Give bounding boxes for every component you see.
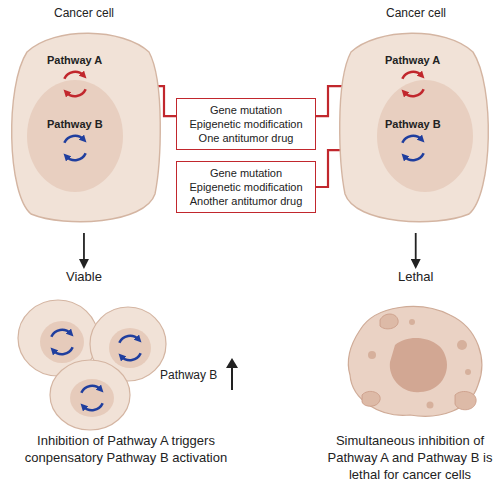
cause-box: Gene mutationEpigenetic modificationAnot…	[176, 161, 316, 213]
cell-title: Cancer cell	[337, 6, 495, 20]
pathway-node: Pathway A	[47, 54, 102, 100]
pathway-node: Pathway B	[385, 118, 441, 164]
cycle-icon	[397, 132, 429, 164]
cause-line: Epigenetic modification	[189, 180, 303, 194]
cancer-cell: Cancer cellPathway APathway B	[5, 24, 163, 229]
outcome-label: Viable	[66, 269, 102, 284]
cause-line: Gene mutation	[189, 103, 303, 117]
cause-line: One antitumor drug	[189, 131, 303, 145]
cause-line: Another antitumor drug	[189, 194, 303, 208]
node-text: Pathway B	[47, 118, 103, 130]
pathway-node: Pathway A	[385, 54, 440, 100]
node-text: Pathway B	[385, 118, 441, 130]
outcome-arrow	[415, 233, 416, 264]
cause-line: Gene mutation	[189, 166, 303, 180]
cycle-icon	[397, 68, 429, 100]
dead-cell-debris	[348, 307, 481, 417]
cancer-cell: Cancer cellPathway APathway B	[337, 24, 495, 229]
cell-title: Cancer cell	[5, 6, 163, 20]
outcome-label: Lethal	[398, 269, 433, 284]
viable-cells	[18, 300, 166, 430]
caption-text: Simultaneous inhibition of Pathway A and…	[322, 432, 498, 483]
caption-text: Inhibition of Pathway A triggers conpens…	[8, 432, 244, 466]
outcome-arrow	[83, 233, 84, 264]
node-text: Viable	[66, 269, 102, 284]
cycle-icon	[59, 132, 91, 164]
pathway-label: Pathway B	[160, 368, 224, 382]
node-text: Pathway A	[47, 54, 102, 66]
cycle-icon	[59, 68, 91, 100]
node-text: Pathway A	[385, 54, 440, 66]
node-text: Lethal	[398, 269, 433, 284]
cause-line: Epigenetic modification	[189, 117, 303, 131]
increase-arrow	[226, 358, 238, 390]
pathway-node: Pathway B	[47, 118, 103, 164]
cause-box: Gene mutationEpigenetic modificationOne …	[176, 98, 316, 150]
